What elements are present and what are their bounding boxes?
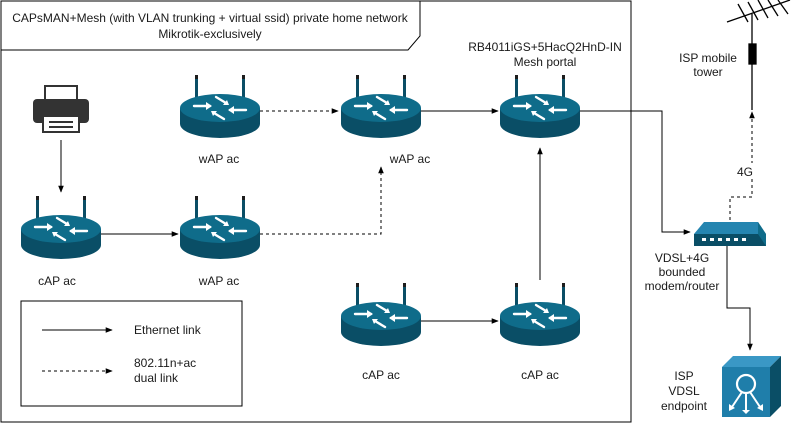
router-wap-bottom: wAP ac	[178, 194, 262, 288]
tower-label-line-1: ISP mobile	[679, 51, 737, 65]
router-mesh-portal: RB4011iGS+5HacQ2HnD-IN Mesh portal	[468, 40, 622, 140]
vdsl-endpoint-icon	[722, 356, 781, 417]
router-label: wAP ac	[389, 152, 430, 166]
legend-wireless-label-line-1: 802.11n+ac	[134, 356, 196, 370]
links	[58, 108, 755, 351]
vdsl-label-line-3: endpoint	[661, 399, 708, 413]
router-label: wAP ac	[198, 152, 239, 166]
title-line-2: Mikrotik-exclusively	[158, 27, 261, 41]
router-label: wAP ac	[198, 274, 239, 288]
portal-label-line-1: RB4011iGS+5HacQ2HnD-IN	[468, 40, 622, 54]
legend-wireless-label-line-2: dual link	[134, 371, 179, 385]
ethernet-link-modem-vdsl	[726, 246, 753, 351]
link-label-4g: 4G	[737, 165, 753, 179]
router-icon	[498, 73, 582, 140]
vdsl-label-line-2: VDSL	[668, 384, 700, 398]
router-cap-left: cAP ac	[19, 194, 103, 288]
modem-label-line-3: modem/router	[645, 279, 720, 293]
router-icon	[178, 194, 262, 261]
title-line-1: CAPsMAN+Mesh (with VLAN trunking + virtu…	[12, 11, 408, 25]
router-wap-top-left: wAP ac	[178, 73, 262, 166]
printer-icon	[33, 85, 89, 133]
legend-box	[20, 300, 243, 407]
modem-icon	[694, 222, 766, 246]
modem: VDSL+4G bounded modem/router	[645, 222, 766, 293]
router-label: cAP ac	[521, 368, 559, 382]
title-box	[0, 0, 421, 51]
modem-label-line-1: VDSL+4G	[655, 251, 709, 265]
vdsl-label-line-1: ISP	[674, 369, 693, 383]
portal-label-line-2: Mesh portal	[514, 55, 577, 69]
router-icon	[339, 73, 423, 140]
router-icon	[498, 281, 582, 348]
legend: Ethernet link 802.11n+ac dual link	[20, 300, 243, 407]
router-cap-bottom-left: cAP ac	[339, 281, 423, 382]
router-icon	[339, 281, 423, 348]
tower-label-line-2: tower	[693, 65, 722, 79]
ethernet-link-portal-modem	[580, 110, 691, 235]
isp-vdsl-endpoint: ISP VDSL endpoint	[661, 356, 781, 417]
legend-ethernet-label: Ethernet link	[134, 323, 202, 337]
router-wap-top-mid: wAP ac	[339, 73, 430, 166]
antenna-tower-icon	[726, 0, 791, 110]
modem-label-line-2: bounded	[659, 265, 706, 279]
router-icon	[178, 73, 262, 140]
router-label: cAP ac	[38, 274, 76, 288]
router-cap-bottom-right: cAP ac	[498, 281, 582, 382]
router-icon	[19, 194, 103, 261]
isp-mobile-tower: ISP mobile tower	[679, 0, 791, 110]
wireless-link-wap-bottom-wap-mid	[260, 166, 384, 235]
router-label: cAP ac	[362, 368, 400, 382]
